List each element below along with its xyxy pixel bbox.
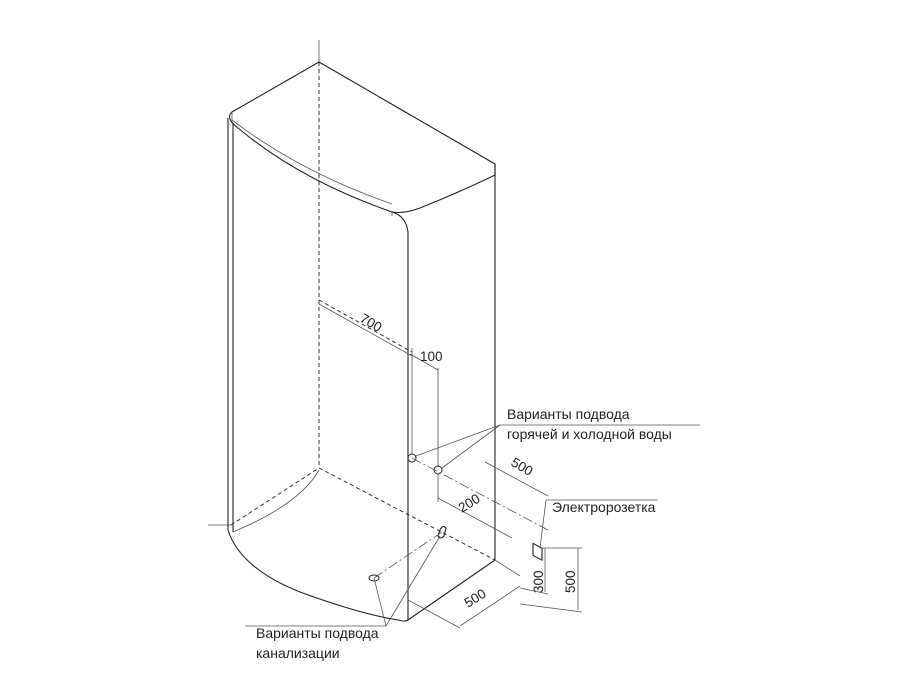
dimension-500-vertical: 500: [563, 570, 578, 593]
drain-points: [245, 525, 447, 627]
dimension-700: 700: [358, 311, 385, 335]
shower-cabin-body: [227, 61, 496, 622]
socket-label: Электророзетка: [552, 499, 656, 515]
dimension-100: 100: [420, 349, 443, 364]
water-supply-label-line1: Варианты подвода: [507, 406, 630, 422]
water-supply-label-line2: горячей и холодной воды: [507, 426, 672, 442]
dimension-lines: [318, 303, 583, 629]
wall-corner-axis: [208, 40, 496, 561]
electric-socket: [532, 499, 658, 562]
dimension-500-bottom: 500: [462, 586, 489, 611]
dimension-200: 200: [456, 491, 483, 516]
dimension-500-socket-offset: 500: [509, 455, 536, 479]
water-supply-points: [318, 299, 700, 531]
drain-label-line2: канализации: [256, 645, 340, 661]
dimension-300: 300: [531, 570, 546, 593]
drain-label-line1: Варианты подвода: [256, 625, 379, 641]
